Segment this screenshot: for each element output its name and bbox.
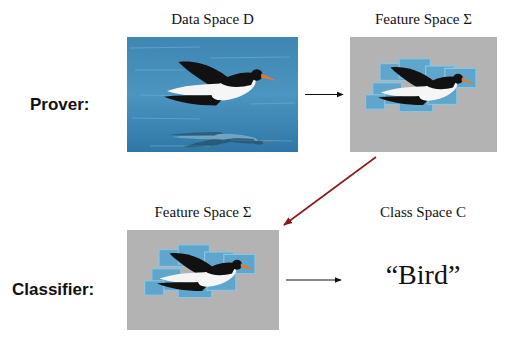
- image-frame: [346, 37, 501, 152]
- data-space-node: Data Space D: [123, 9, 302, 152]
- flow-arrow: [286, 280, 341, 281]
- class-output: “Bird”: [386, 258, 461, 292]
- flow-arrow: [305, 94, 343, 95]
- image-frame: [123, 37, 302, 152]
- flow-arrow: [284, 157, 376, 225]
- row-label: Classifier:: [12, 279, 94, 301]
- space-title: Feature Space Σ: [123, 202, 283, 230]
- feature-space-node: Feature Space Σ: [123, 202, 283, 330]
- feature-space-node: Feature Space Σ: [346, 9, 501, 152]
- space-title: Feature Space Σ: [346, 9, 501, 37]
- space-title: Class Space C: [344, 202, 502, 230]
- bird-photo: [127, 37, 298, 152]
- feature-image: [350, 37, 497, 152]
- feature-image: [127, 230, 279, 330]
- class-space-node: Class Space C “Bird”: [344, 202, 502, 292]
- space-title: Data Space D: [123, 9, 302, 37]
- image-frame: [123, 230, 283, 330]
- row-label: Prover:: [30, 94, 90, 116]
